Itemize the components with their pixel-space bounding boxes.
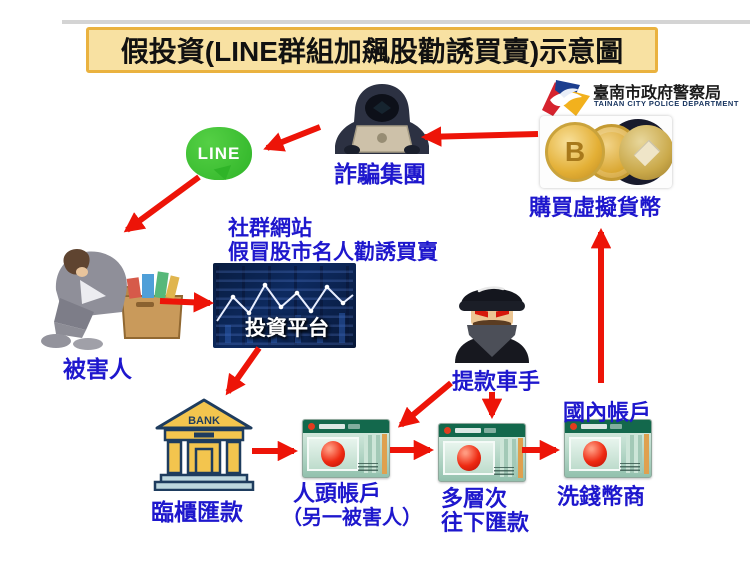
police-badge-icon (542, 80, 590, 116)
passbook-icon-account1 (302, 419, 390, 478)
stock-chart-icon (216, 282, 354, 343)
ticker-noise-texture (216, 266, 353, 345)
arrow-line-to-victim (123, 174, 201, 233)
arrow-crypto-to-fraud (420, 126, 539, 147)
passbook-header (439, 424, 525, 437)
mule-label: 提款車手 (452, 369, 541, 394)
arrow-mule-to-account1 (397, 380, 453, 428)
masked-robber-icon (455, 286, 529, 363)
sad-victim-icon (41, 249, 184, 350)
account2-label-line1: 多層次 (441, 486, 508, 511)
fraud-group-label: 詐騙集團 (334, 161, 426, 187)
bank-sign-text: BANK (188, 415, 220, 427)
bitcoin-coin-icon: B (545, 122, 605, 182)
investment-platform-image: 投資平台 (213, 263, 356, 348)
platform-label: 投資平台 (245, 317, 329, 340)
bank-label: 臨櫃匯款 (151, 499, 243, 525)
line-logo-text: LINE (197, 143, 241, 163)
passbook-header (565, 420, 651, 433)
red-egg-icon (457, 445, 481, 471)
crypto-coins-panel: B (540, 116, 672, 188)
account3-bottom-label: 洗錢幣商 (557, 484, 646, 509)
top-divider (62, 20, 750, 24)
account1-label-line2: （另一被害人） (282, 507, 422, 529)
social-site-caption-line1: 社群網站 (228, 217, 312, 240)
passbook-icon-account3 (564, 419, 652, 478)
passbook-header (303, 420, 389, 433)
bitcoin-symbol: B (564, 136, 586, 167)
red-egg-icon (583, 441, 607, 467)
red-egg-icon (321, 441, 345, 467)
arrow-fraud-to-line (263, 124, 322, 152)
ethereum-coin-icon (619, 125, 672, 180)
ethereum-diamond-icon (633, 139, 660, 166)
arrow-platform-to-bank (225, 346, 262, 396)
police-name-en: TAINAN CITY POLICE DEPARTMENT (594, 99, 739, 108)
line-logo-icon: LINE (186, 127, 252, 180)
passbook-icon-account2 (438, 423, 526, 482)
page-title: 假投資(LINE群組加飆股勸誘買賣)示意圖 (120, 36, 624, 67)
buy-crypto-label: 購買虛擬貨幣 (529, 195, 662, 220)
social-site-caption-line2: 假冒股市名人勸誘買賣 (228, 241, 438, 264)
account2-label-line2: 往下匯款 (441, 510, 530, 535)
police-name-zh: 臺南市政府警察局 (593, 85, 722, 102)
hacker-icon (335, 84, 429, 154)
victim-label: 被害人 (63, 356, 132, 382)
title-banner: 假投資(LINE群組加飆股勸誘買賣)示意圖 (86, 27, 658, 73)
bank-building-icon: BANK (153, 398, 255, 491)
account1-label-line1: 人頭帳戶 (293, 481, 382, 506)
account3-top-label: 國內帳戶 (563, 400, 652, 425)
